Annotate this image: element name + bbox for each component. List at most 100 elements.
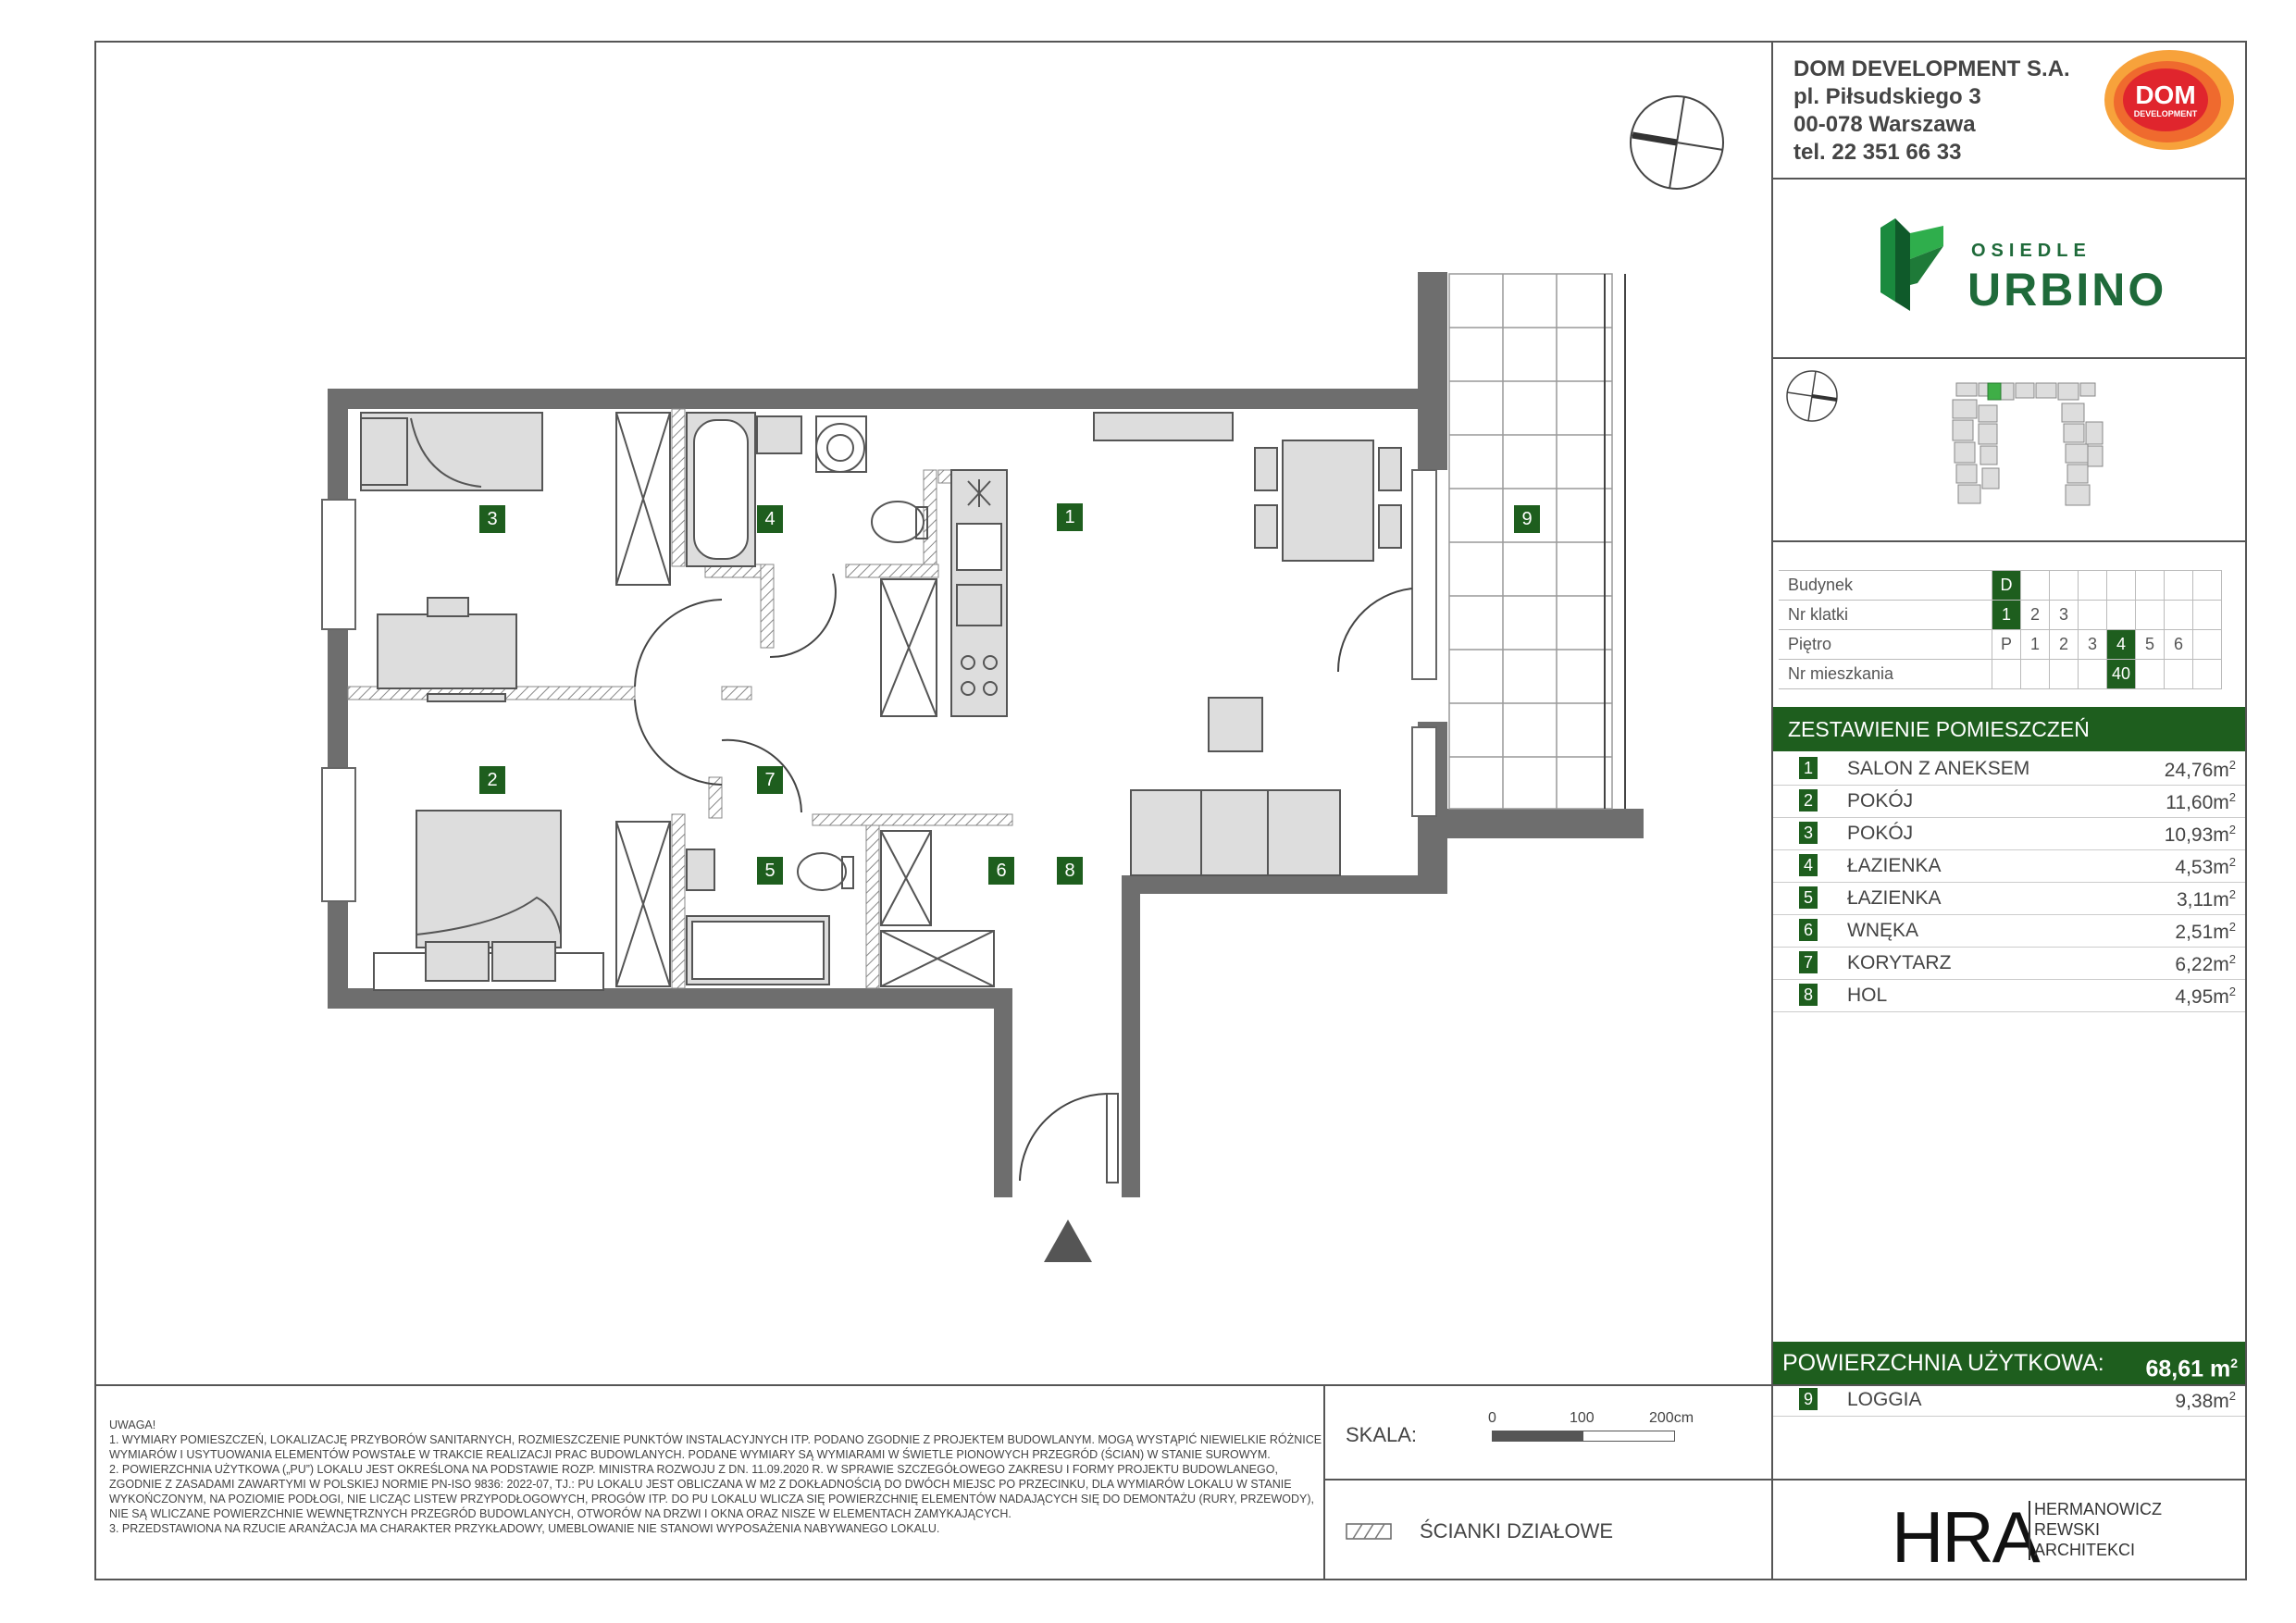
sidebar-divider: [1771, 41, 1773, 1386]
plan-tag-9: 9: [1514, 505, 1540, 533]
outer-walls: [328, 272, 1644, 1197]
plan-tag-1: 1: [1057, 503, 1083, 531]
company-phone: tel. 22 351 66 33: [1793, 140, 1962, 165]
company-info: DOM DEVELOPMENT S.A. pl. Piłsudskiego 3 …: [1793, 56, 2070, 167]
room-number: 1: [1799, 757, 1818, 779]
room-area: 11,60m2: [2166, 790, 2236, 814]
architect-names: HERMANOWICZ REWSKI ARCHITEKCI: [2034, 1499, 2162, 1560]
room-area: 3,11m2: [2177, 887, 2236, 911]
map-compass-icon: [1786, 370, 1838, 422]
pietro-2: 2: [2049, 629, 2079, 660]
area-sup: 2: [2230, 1356, 2238, 1370]
company-city: 00-078 Warszawa: [1793, 112, 1976, 137]
note-line: 2. POWIERZCHNIA UŻYTKOWA („PU”) LOKALU J…: [109, 1463, 1278, 1476]
room-area: 10,93m2: [2165, 823, 2236, 847]
plan-tag-3: 3: [479, 505, 505, 533]
room-name: KORYTARZ: [1847, 952, 1952, 973]
loggia-name: LOGGIA: [1847, 1389, 1922, 1410]
klatka-label: Nr klatki: [1779, 600, 1992, 630]
footer-divider-3: [1323, 1479, 2247, 1481]
klatka-2: 2: [2020, 600, 2050, 630]
klatka-3: 3: [2049, 600, 2079, 630]
pietro-4: 4: [2106, 629, 2136, 660]
dom-development-logo: DOM DEVELOPMENT: [2104, 50, 2234, 150]
plan-tag-6: 6: [988, 857, 1014, 885]
room-name: SALON Z ANEKSEM: [1847, 758, 2030, 779]
scale-tick-200: 200cm: [1649, 1410, 1694, 1426]
room-name: ŁAZIENKA: [1847, 887, 1942, 909]
footer-divider-2: [1771, 1384, 1773, 1580]
pietro-3: 3: [2078, 629, 2107, 660]
apartment-info-table: Budynek D Nr klatki 1 2 3 Piętro P 1 2 3…: [1779, 570, 2222, 689]
scale-bar: [1492, 1431, 1675, 1442]
total-area-bar: POWIERZCHNIA UŻYTKOWA: 68,61 m2: [1773, 1342, 2245, 1384]
legend-text: ŚCIANKI DZIAŁOWE: [1420, 1519, 1614, 1542]
scale-label: SKALA:: [1346, 1423, 1418, 1446]
partition-walls: [347, 408, 1013, 989]
room-number: 6: [1799, 919, 1818, 941]
room-area-value: 4,53m: [2175, 857, 2229, 878]
room-number: 8: [1799, 984, 1818, 1006]
budynek-value: D: [1992, 570, 2021, 601]
area-sup: 2: [2228, 758, 2236, 772]
room-name: HOL: [1847, 985, 1888, 1006]
pietro-5: 5: [2135, 629, 2165, 660]
map-highlight-building: [1987, 382, 2002, 401]
dom-logo-text: DOM: [2135, 81, 2195, 109]
loggia: [1448, 273, 1613, 810]
loggia-row: 9 LOGGIA 9,38m2: [1773, 1384, 2245, 1417]
room-number: 2: [1799, 789, 1818, 812]
mieszkanie-row: Nr mieszkania 40: [1779, 659, 2222, 689]
room-area-value: 10,93m: [2164, 824, 2229, 846]
note-line: 3. PRZEDSTAWIONA NA RZUCIE ARANŻACJA MA …: [109, 1522, 940, 1535]
plan-tag-7: 7: [757, 766, 783, 794]
loggia-area: 9,38m2: [2175, 1389, 2236, 1413]
room-area-value: 24,76m: [2164, 760, 2229, 781]
header-divider: [1771, 178, 2247, 180]
company-name: DOM DEVELOPMENT S.A.: [1793, 56, 2070, 81]
scale-tick-100: 100: [1570, 1410, 1595, 1426]
hatch-legend-icon: [1346, 1523, 1392, 1540]
map-divider: [1771, 540, 2247, 542]
area-sup: 2: [2228, 790, 2236, 804]
budynek-row: Budynek D: [1779, 570, 2222, 601]
room-row: 1 SALON Z ANEKSEM 24,76m2: [1773, 753, 2245, 786]
architect-line-1: HERMANOWICZ: [2034, 1500, 2162, 1518]
dom-logo-subtext: DEVELOPMENT: [2134, 109, 2198, 118]
footer-divider: [94, 1384, 2247, 1386]
note-line: WYMIARÓW I USYTUOWANIA ELEMENTÓW POWSTAŁ…: [109, 1448, 1271, 1461]
room-area: 6,22m2: [2175, 952, 2236, 976]
plan-tag-5: 5: [757, 857, 783, 885]
architect-line-3: ARCHITEKCI: [2034, 1541, 2136, 1559]
pietro-label: Piętro: [1779, 629, 1992, 660]
urbino-small-text: OSIEDLE: [1971, 241, 2091, 261]
note-line: UWAGA!: [109, 1419, 156, 1431]
company-street: pl. Piłsudskiego 3: [1793, 84, 1981, 109]
north-arrow-compass: [1630, 95, 1724, 190]
room-name: POKÓJ: [1847, 823, 1914, 844]
room-area-value: 11,60m: [2166, 792, 2229, 813]
room-list-title: ZESTAWIENIE POMIESZCZEŃ: [1773, 707, 2245, 751]
room-area-value: 4,95m: [2175, 986, 2229, 1008]
area-sup: 2: [2228, 887, 2236, 901]
room-name: POKÓJ: [1847, 790, 1914, 812]
site-key-map: [1952, 382, 2104, 506]
note-line: WYKOŃCZONYM, NA POZIOMIE PODŁOGI, NIE LI…: [109, 1493, 1315, 1505]
plan-tag-8: 8: [1057, 857, 1083, 885]
room-area-value: 6,22m: [2175, 954, 2229, 975]
klatka-1: 1: [1992, 600, 2021, 630]
area-sup: 2: [2228, 920, 2236, 934]
total-area-value: 68,61 m2: [2145, 1342, 2238, 1390]
furniture: [360, 412, 1413, 1183]
footer-divider-1: [1323, 1384, 1325, 1580]
note-line: 1. WYMIARY POMIESZCZEŃ, LOKALIZACJĘ PRZY…: [109, 1433, 1322, 1446]
urbino-mark-icon: [1880, 218, 1943, 311]
area-sup: 2: [2228, 823, 2236, 836]
